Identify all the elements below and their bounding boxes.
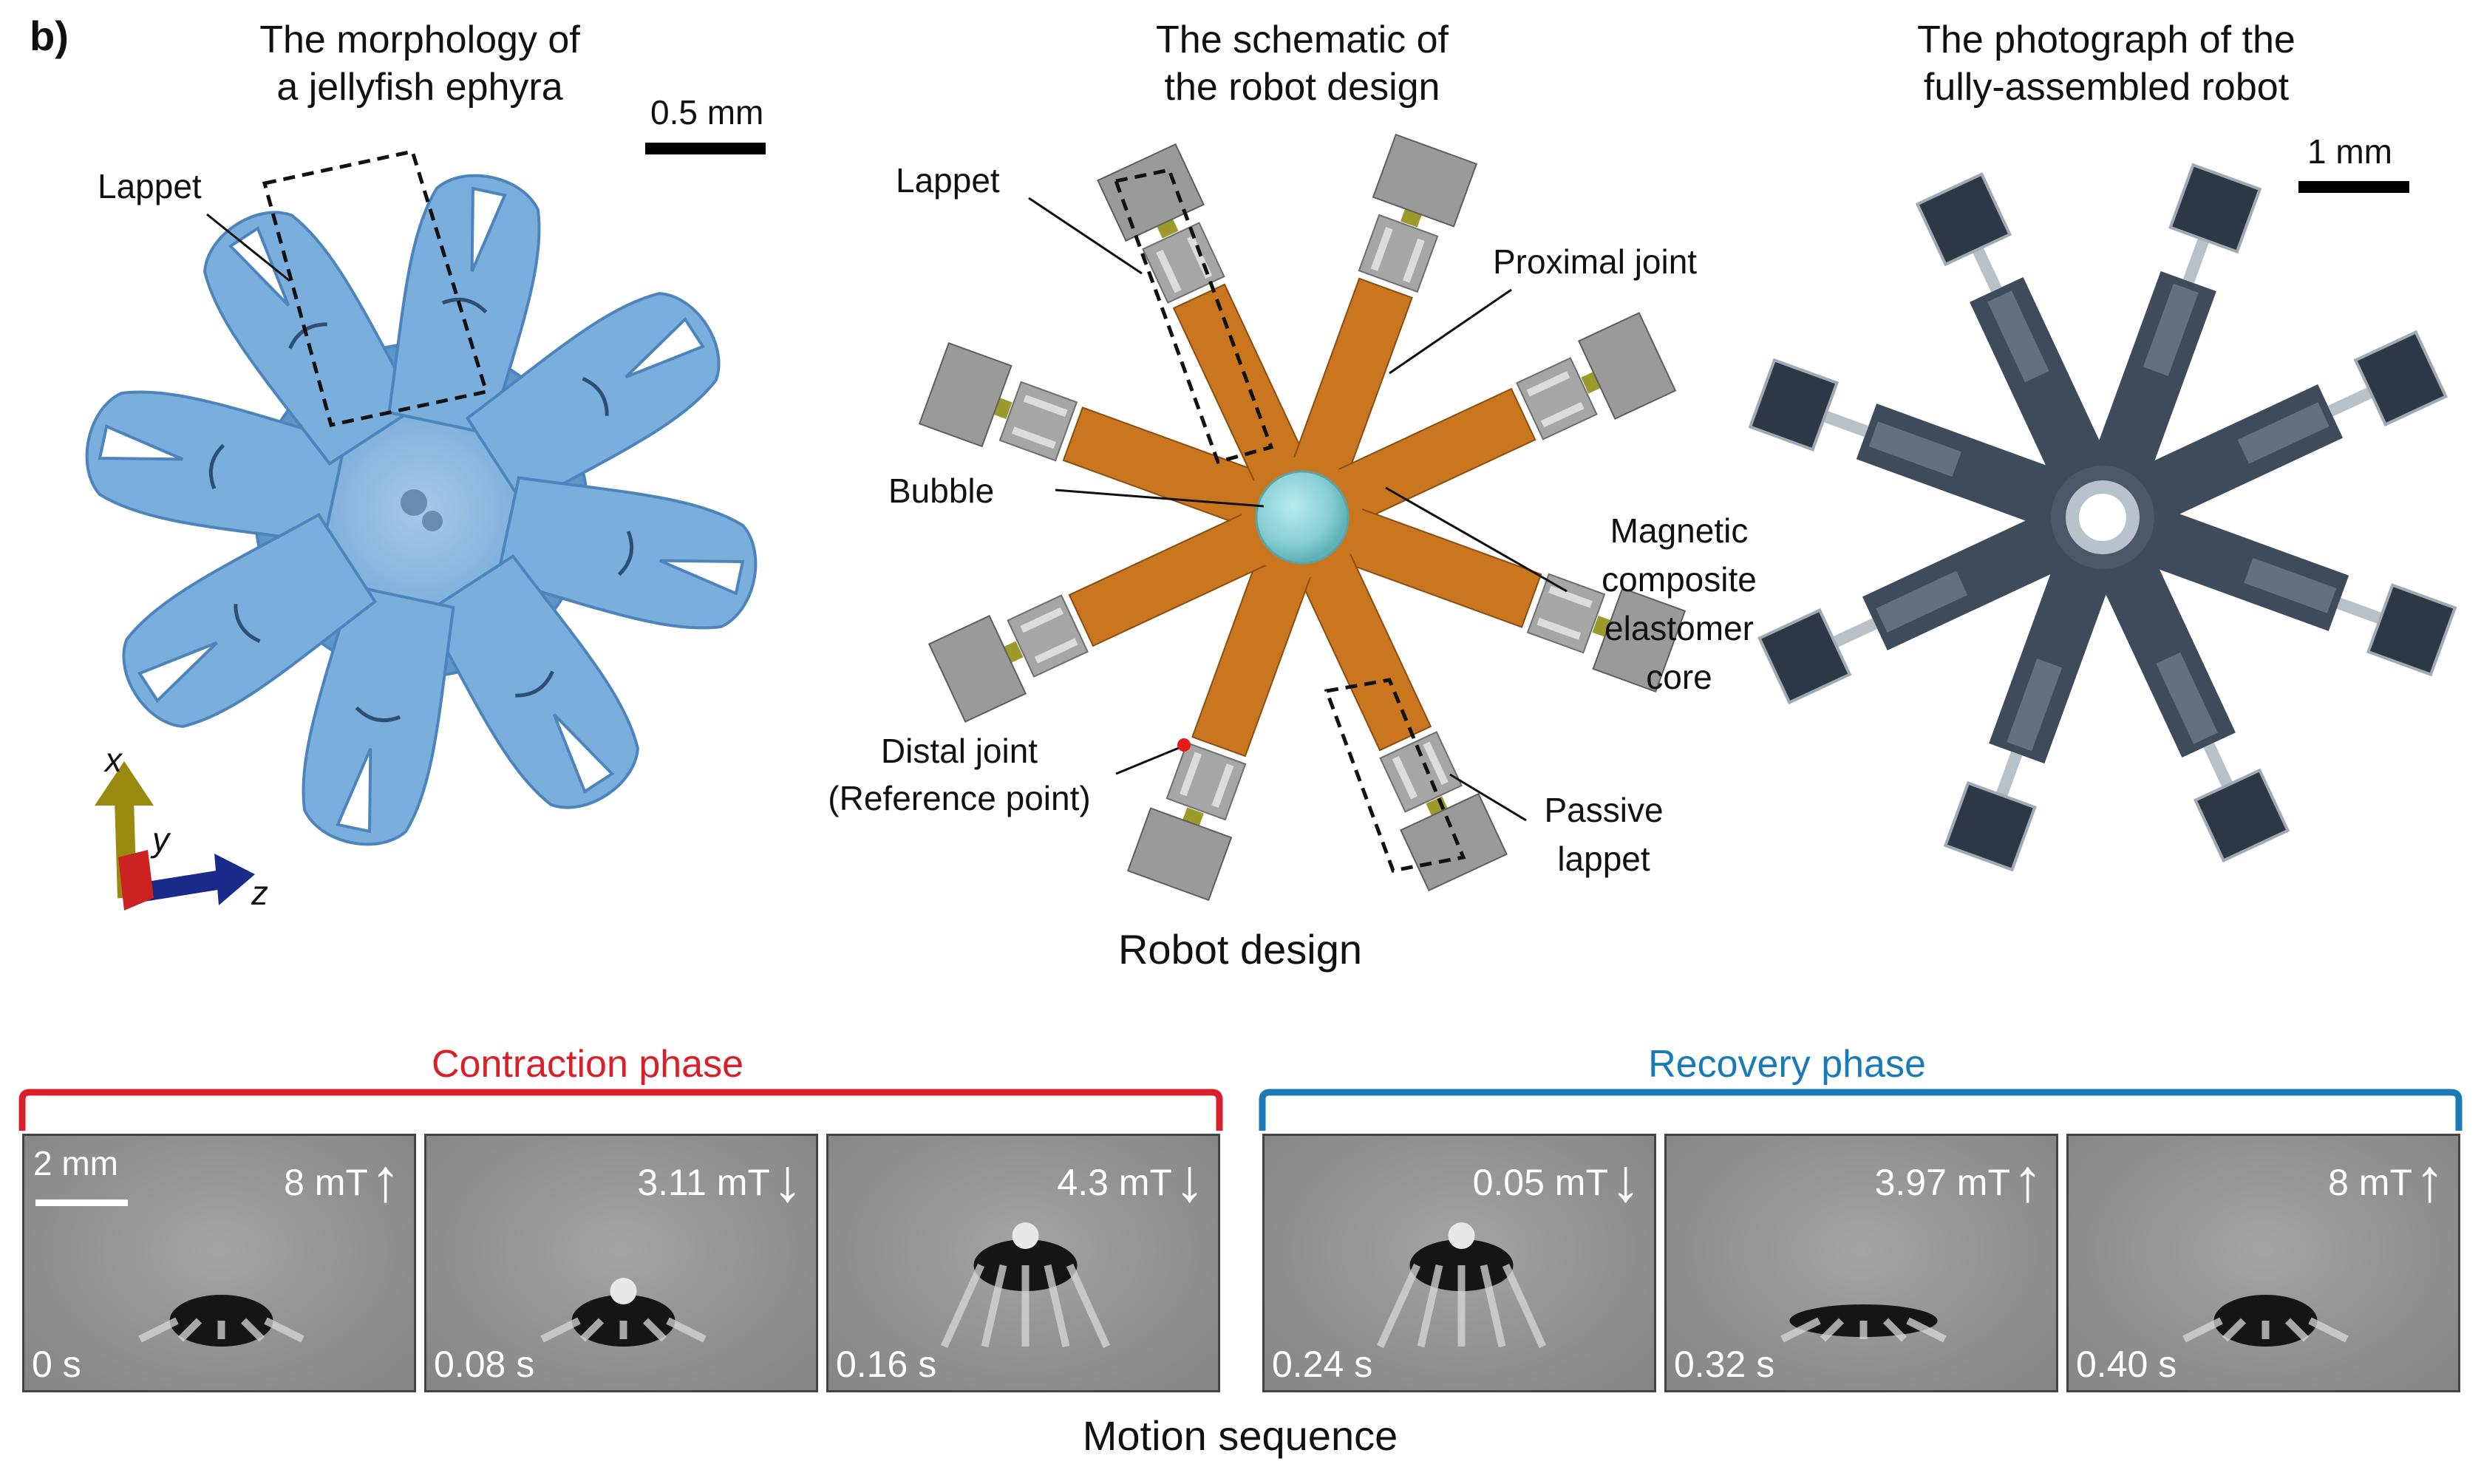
core-leader [1385, 486, 1568, 593]
arrow-down-icon: ↓ [1174, 1147, 1205, 1214]
axis-x-label: x [105, 741, 122, 779]
proximal-joint-label: Proximal joint [1493, 242, 1698, 281]
arrow-down-icon: ↓ [1610, 1147, 1641, 1214]
ephyra-lappet [495, 476, 758, 630]
core-label-line4: core [1646, 658, 1712, 696]
motion-sequence-caption: Motion sequence [1082, 1412, 1398, 1459]
motion-frame: 0.24 s 0.05 mT↓ [1262, 1134, 1656, 1392]
morphology-scale-label: 0.5 mm [650, 93, 764, 132]
frame-scale-label: 2 mm [33, 1144, 118, 1182]
arrow-down-icon: ↓ [772, 1147, 803, 1214]
photo-arm [1748, 358, 2113, 545]
robot-silhouette [940, 1222, 1111, 1349]
robot-photograph [1748, 163, 2457, 872]
passive-lappet-leader [1449, 773, 1527, 822]
photo-arm [2090, 330, 2448, 545]
robot-silhouette [2182, 1295, 2349, 1347]
ephyra-lappet [85, 390, 347, 544]
frame-time: 0 s [32, 1344, 81, 1385]
robot-silhouette [1376, 1222, 1547, 1349]
frame-time: 0.32 s [1674, 1344, 1775, 1385]
ephyra-arms [85, 174, 758, 846]
morphology-title-line1: The morphology of [259, 18, 580, 61]
frame-field: 0.05 mT [1472, 1162, 1608, 1203]
motion-frame: 0 s 8 mT↑ 2 mm [22, 1134, 416, 1392]
photo-arm [1915, 171, 2130, 530]
schematic-lappet-label: Lappet [896, 161, 1000, 200]
bubble-leader [1055, 489, 1265, 508]
frame-time: 0.16 s [836, 1344, 937, 1385]
schematic-title-line1: The schematic of [1156, 18, 1449, 61]
contraction-bracket [18, 1089, 1223, 1131]
arrow-up-icon: ↑ [370, 1147, 401, 1214]
ephyra-lappet-box [262, 149, 489, 427]
recovery-bracket [1259, 1089, 2463, 1131]
arrow-up-icon: ↑ [2414, 1147, 2445, 1214]
axes-gizmo [95, 761, 255, 911]
robot-silhouette [1780, 1304, 1947, 1343]
frame-field: 3.11 mT [637, 1162, 770, 1203]
ephyra-lappet [387, 174, 541, 436]
panel-label: b) [30, 13, 69, 59]
frame-time: 0.08 s [434, 1344, 535, 1385]
photograph-scale-bar [2298, 181, 2409, 193]
frame-time: 0.24 s [1272, 1344, 1373, 1385]
photo-arm [2075, 163, 2262, 528]
recovery-phase-label: Recovery phase [1648, 1043, 1926, 1086]
morphology-title-line2: a jellyfish ephyra [276, 66, 563, 109]
schematic-lappet-leader [1028, 197, 1143, 275]
motion-frame: 0.08 s 3.11 mT↓ [424, 1134, 818, 1392]
passive-lappet-label-line2: lappet [1557, 840, 1650, 878]
photo-arm [2075, 505, 2290, 863]
frame-field: 8 mT [2328, 1162, 2412, 1203]
reference-point-marker [1177, 738, 1191, 752]
ephyra-lappet [465, 292, 721, 508]
core-label-line3: elastomer [1604, 609, 1754, 647]
frame-scale-bar [35, 1199, 128, 1206]
ephyra-lappet-label: Lappet [98, 167, 202, 205]
robot-silhouette [138, 1295, 304, 1347]
photograph-title-line2: fully-assembled robot [1923, 66, 2290, 109]
robot-design-caption: Robot design [1117, 926, 1363, 973]
distal-joint-leader [1115, 745, 1183, 775]
morphology-scale-bar [645, 143, 766, 154]
bubble-sphere [1255, 470, 1350, 565]
passive-lappet-box [1324, 678, 1466, 873]
distal-joint-label-line1: Distal joint [880, 732, 1038, 770]
frame-field: 3.97 mT [1874, 1162, 2010, 1203]
motion-frame: 0.40 s 8 mT↑ [2066, 1134, 2460, 1392]
core-label-line2: composite [1602, 560, 1757, 599]
ephyra-image [85, 174, 758, 846]
contraction-phase-label: Contraction phase [431, 1043, 744, 1086]
ephyra-lappet [302, 584, 455, 846]
proximal-joint-leader [1389, 288, 1512, 375]
robot-schematic [918, 133, 1687, 902]
photo-arm [1757, 490, 2115, 705]
core-label-line1: Magnetic [1610, 511, 1749, 550]
ephyra-lappet [423, 554, 639, 809]
frame-time: 0.40 s [2076, 1344, 2177, 1385]
frame-field: 4.3 mT [1057, 1162, 1172, 1203]
passive-lappet-label-line1: Passive [1544, 791, 1664, 829]
ephyra-lappet-leader [206, 213, 290, 282]
axis-z-label: z [251, 874, 268, 912]
axis-y-label: y [152, 820, 169, 859]
ephyra-lappet [122, 512, 378, 728]
schematic-arm [1291, 490, 1687, 693]
motion-frame: 0.16 s 4.3 mT↓ [826, 1134, 1220, 1392]
schematic-title-line2: the robot design [1164, 66, 1440, 109]
frame-field: 8 mT [284, 1162, 368, 1203]
photograph-title-line1: The photograph of the [1917, 18, 2295, 61]
bubble-label: Bubble [888, 472, 995, 510]
schematic-lappet-box [1113, 168, 1274, 465]
photograph-scale-label: 1 mm [2307, 132, 2392, 171]
photo-arm [2092, 489, 2457, 677]
distal-joint-label-line2: (Reference point) [828, 779, 1091, 817]
robot-silhouette [540, 1278, 707, 1347]
photo-arm [1943, 507, 2131, 872]
arrow-up-icon: ↑ [2012, 1147, 2043, 1214]
motion-frame: 0.32 s 3.97 mT↑ [1664, 1134, 2058, 1392]
